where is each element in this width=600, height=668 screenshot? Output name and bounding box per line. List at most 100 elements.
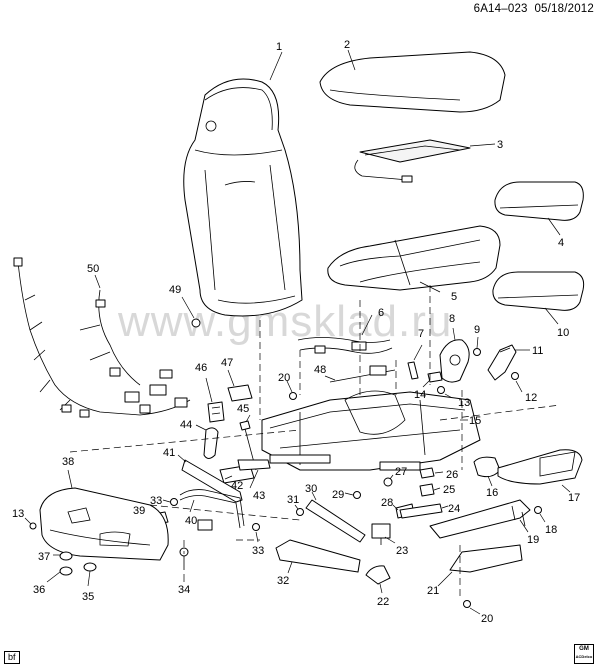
callout-13-left: 13	[12, 508, 24, 520]
callout-5: 5	[451, 291, 457, 303]
gm-logo: GM ACDelco	[574, 644, 594, 664]
callout-14: 14	[414, 389, 426, 401]
part-cap-36	[59, 566, 73, 576]
part-bolt-49	[191, 318, 201, 328]
callout-22: 22	[377, 596, 389, 608]
part-link-43	[237, 459, 271, 471]
callout-11: 11	[532, 345, 543, 357]
part-clip-26	[419, 467, 435, 479]
callout-28: 28	[381, 497, 393, 509]
callout-41: 41	[163, 447, 175, 459]
part-cushion-pad	[319, 51, 506, 113]
callout-44: 44	[180, 419, 192, 431]
logo-line-2: ACDelco	[575, 654, 593, 659]
callout-37: 37	[38, 551, 50, 563]
diagram-header: 6A14–023 05/18/2012	[474, 3, 594, 15]
callout-33-upper: 33	[150, 495, 162, 507]
part-sensor-mat	[354, 139, 471, 183]
part-bolt-9	[473, 348, 481, 356]
callout-34: 34	[178, 584, 190, 596]
callout-35: 35	[82, 591, 94, 603]
part-motor-23	[371, 523, 391, 545]
part-rod-48	[329, 365, 396, 383]
part-recliner-bracket	[439, 339, 470, 383]
callout-20-upper: 20	[278, 372, 290, 384]
callout-39: 39	[133, 505, 145, 517]
part-bolt-20-upper	[289, 392, 297, 400]
assembly-lines	[69, 285, 561, 600]
part-bolt-20-lower	[463, 600, 471, 608]
part-switch-46	[207, 401, 225, 423]
part-frame-harness	[297, 337, 393, 354]
part-nut-27	[383, 477, 393, 487]
part-trim-bar-41	[181, 459, 243, 503]
callout-18: 18	[545, 524, 557, 536]
part-pin-7	[407, 361, 419, 380]
part-bolt-13-left	[29, 522, 37, 530]
callout-40: 40	[185, 515, 197, 527]
part-bolt-12	[511, 372, 519, 380]
callout-45: 45	[237, 403, 249, 415]
callout-38: 38	[62, 456, 74, 468]
callout-17: 17	[568, 492, 580, 504]
callout-13-right: 13	[458, 397, 470, 409]
diagram-date: 05/18/2012	[534, 3, 594, 15]
callout-1: 1	[276, 41, 282, 53]
part-seat-frame	[261, 390, 481, 471]
part-bolt-33-lower	[252, 523, 260, 531]
part-cap-22	[365, 565, 391, 585]
part-bolt-18	[534, 506, 542, 514]
callout-23: 23	[396, 545, 408, 557]
part-side-shield-38	[39, 487, 169, 561]
callout-32: 32	[277, 575, 289, 587]
callout-42: 42	[231, 480, 243, 492]
part-track-30	[305, 499, 366, 543]
part-armrest-pad-upper	[494, 181, 584, 221]
part-bolt-29	[353, 491, 361, 499]
callout-12: 12	[525, 392, 537, 404]
callout-21: 21	[427, 585, 439, 597]
callout-27: 27	[395, 466, 407, 478]
part-wiring-harness	[13, 257, 191, 418]
part-bolt-13-right	[437, 386, 445, 394]
part-cover-32	[275, 539, 361, 573]
part-switch-47	[227, 384, 253, 402]
callout-20-lower: 20	[481, 613, 493, 625]
callout-8: 8	[449, 313, 455, 325]
callout-36: 36	[33, 584, 45, 596]
diagram-code: 6A14–023	[473, 3, 528, 15]
part-armrest-pad-lower	[492, 271, 585, 311]
callout-26: 26	[446, 469, 458, 481]
part-cushion-foam	[327, 225, 501, 291]
callout-10: 10	[557, 327, 569, 339]
callout-6: 6	[378, 307, 384, 319]
callout-4: 4	[558, 237, 564, 249]
part-bolt-33-upper	[170, 498, 178, 506]
callouts: 1 2 3 4 5 6 7 8 9 10 11 12 13 13 14 15 1…	[12, 39, 580, 625]
logo-line-1: GM	[579, 646, 589, 652]
callout-46: 46	[195, 362, 207, 374]
part-cover-16	[473, 456, 501, 478]
callout-48: 48	[314, 364, 326, 376]
part-seat-belt-buckle	[487, 344, 517, 381]
callout-31: 31	[287, 494, 299, 506]
callout-43: 43	[253, 490, 265, 502]
footer-tag: bf	[4, 651, 20, 664]
part-seat-back	[183, 78, 303, 317]
callout-15: 15	[469, 415, 481, 427]
callout-24: 24	[448, 503, 460, 515]
callout-33-lower: 33	[252, 545, 264, 557]
part-cover-21	[449, 544, 523, 573]
callout-47: 47	[221, 357, 233, 369]
part-rail-19	[429, 499, 531, 539]
part-rod-40	[179, 489, 245, 529]
callout-16: 16	[486, 487, 498, 499]
part-bolt-31	[296, 508, 304, 516]
part-clip-14	[427, 371, 443, 383]
part-side-trim-17	[497, 449, 583, 485]
part-cap-35	[83, 562, 97, 572]
callout-29: 29	[332, 489, 344, 501]
part-bracket-24	[399, 503, 443, 519]
callout-2: 2	[344, 39, 350, 51]
